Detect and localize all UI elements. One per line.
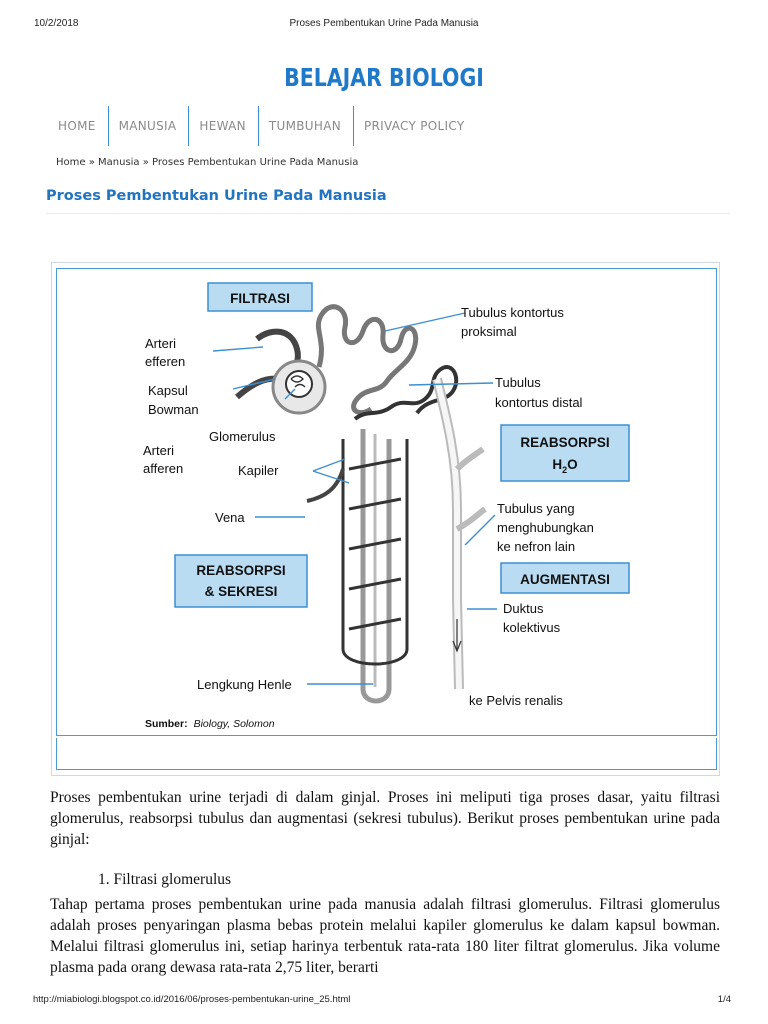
label-duktus-1: Duktus [503,601,544,616]
nav-item-manusia[interactable]: MANUSIA [109,106,190,146]
label-tubulus-penghubung-3: ke nefron lain [497,539,575,554]
label-tubulus-proksimal-1: Tubulus kontortus [461,305,564,320]
label-arteri-efferen-1: Arteri [145,336,176,351]
nav-item-home[interactable]: HOME [48,106,109,146]
label-arteri-afferen-1: Arteri [143,443,174,458]
svg-text:H2O: H2O [552,457,577,475]
label-duktus-2: kolektivus [503,620,561,635]
label-tubulus-proksimal-2: proksimal [461,324,517,339]
breadcrumb[interactable]: Home » Manusia » Proses Pembentukan Urin… [56,157,359,168]
figure-caption-strip [56,738,717,770]
title-divider [46,213,730,214]
post-title: Proses Pembentukan Urine Pada Manusia [46,188,387,204]
svg-text:& SEKRESI: & SEKRESI [205,584,278,599]
print-footer: http://miabiologi.blogspot.co.id/2016/06… [0,994,768,1010]
box-augmentasi: AUGMENTASI [500,562,630,594]
print-date: 10/2/2018 [34,18,79,29]
label-kapiler: Kapiler [238,463,279,478]
label-vena: Vena [215,510,245,525]
nephron-illustration [212,304,497,704]
nephron-diagram: FILTRASI REABSORPSI H2O REABSORPSI & SEK… [143,282,630,730]
box-filtrasi: FILTRASI [207,282,313,312]
main-nav: HOME MANUSIA HEWAN TUMBUHAN PRIVACY POLI… [48,106,476,146]
nav-item-privacy-policy[interactable]: PRIVACY POLICY [364,119,465,133]
kidney-tubules [235,304,487,704]
label-glomerulus: Glomerulus [209,429,276,444]
nav-item-tumbuhan[interactable]: TUMBUHAN [259,106,354,146]
label-kapsul-bowman-2: Bowman [148,402,199,417]
figure-nephron: FILTRASI REABSORPSI H2O REABSORPSI & SEK… [51,262,720,776]
svg-text:AUGMENTASI: AUGMENTASI [520,572,610,587]
label-kapsul-bowman-1: Kapsul [148,383,188,398]
box-reabsorpsi-h2o: REABSORPSI H2O [500,424,630,482]
label-lengkung-henle: Lengkung Henle [197,677,292,692]
body-paragraph-1: Proses pembentukan urine terjadi di dala… [50,789,720,848]
print-page-title: Proses Pembentukan Urine Pada Manusia [289,18,479,29]
svg-text:REABSORPSI: REABSORPSI [196,563,285,578]
body-paragraph-2: Tahap pertama proses pembentukan urine p… [50,896,720,976]
print-url: http://miabiologi.blogspot.co.id/2016/06… [33,994,351,1005]
label-tubulus-distal-2: kontortus distal [495,395,583,410]
print-page-number: 1/4 [717,994,731,1005]
svg-text:REABSORPSI: REABSORPSI [520,435,609,450]
figure-source: Sumber:Biology, Solomon [145,718,275,730]
label-pointer-lines [212,312,497,685]
label-pelvis-renalis: ke Pelvis renalis [469,693,563,708]
label-tubulus-penghubung-2: menghubungkan [497,520,594,535]
label-arteri-efferen-2: efferen [145,354,185,369]
label-arteri-afferen-2: afferen [143,461,183,476]
site-title[interactable]: BELAJAR BIOLOGI [284,63,484,92]
print-header: 10/2/2018 Proses Pembentukan Urine Pada … [0,14,768,30]
label-tubulus-distal-1: Tubulus [495,375,541,390]
nav-item-hewan[interactable]: HEWAN [189,106,259,146]
box-reabsorpsi-sekresi: REABSORPSI & SEKRESI [174,554,308,608]
label-tubulus-penghubung-1: Tubulus yang [497,501,575,516]
figure-image-frame: FILTRASI REABSORPSI H2O REABSORPSI & SEK… [56,268,717,736]
list-item-filtrasi: 1. Filtrasi glomerulus [98,871,232,888]
svg-text:FILTRASI: FILTRASI [230,291,290,306]
